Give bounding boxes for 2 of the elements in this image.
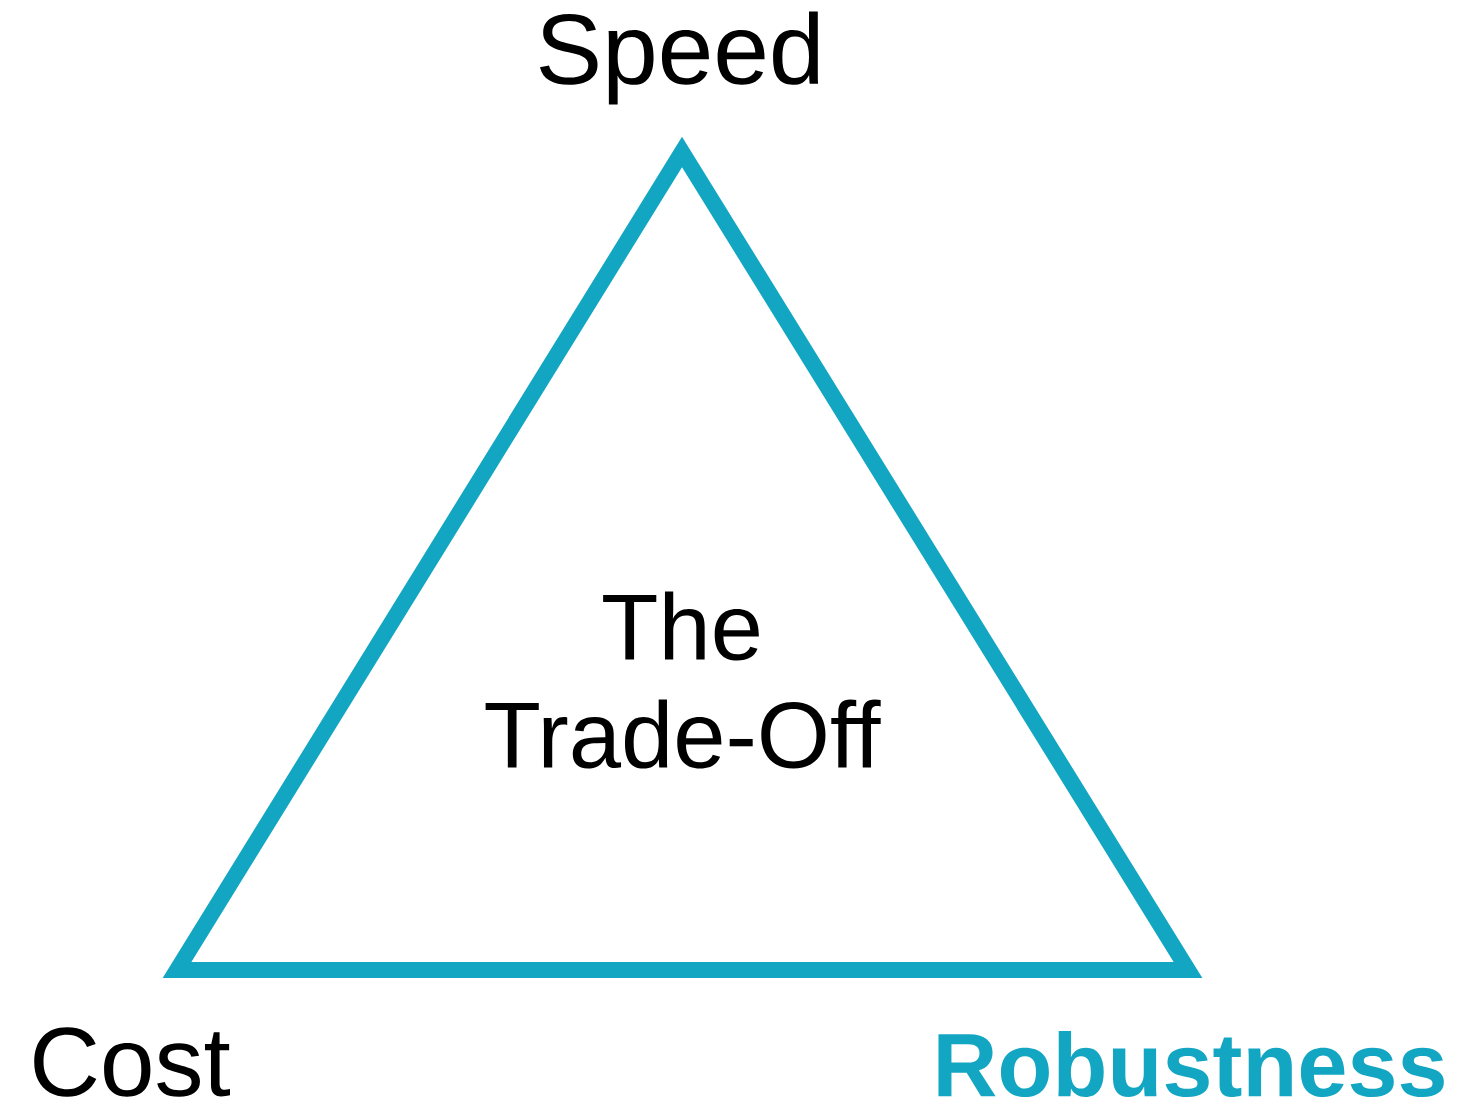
vertex-label: Robustness [938,1030,1444,1098]
vertex-label: Cost [34,1027,230,1097]
